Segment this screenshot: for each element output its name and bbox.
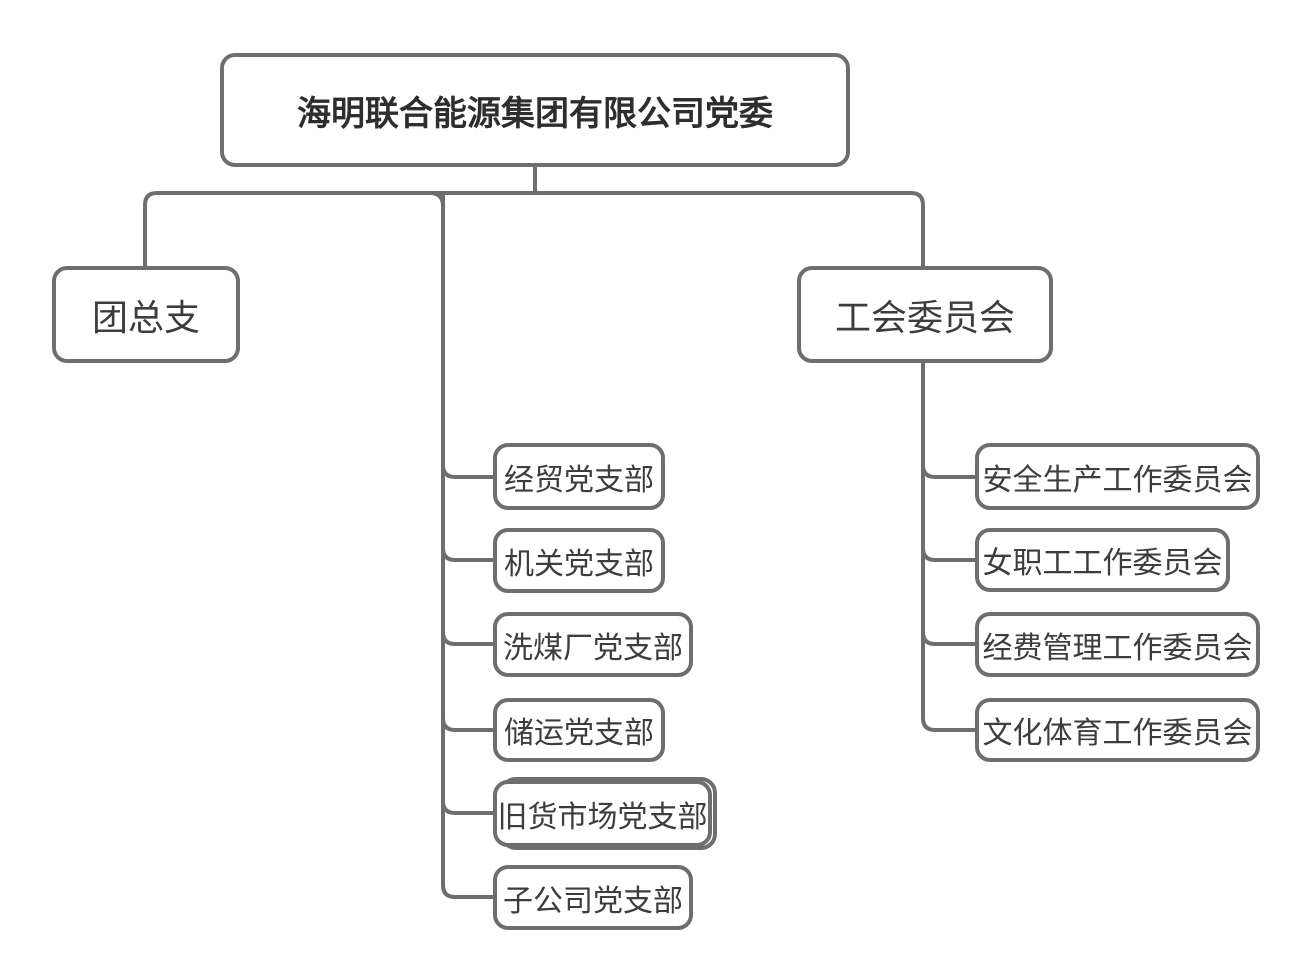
connector-middle-joint bbox=[429, 191, 445, 207]
connector-right-elbow-3 bbox=[921, 631, 975, 646]
node-union-safety-committee: 安全生产工作委员会 bbox=[975, 443, 1260, 510]
node-label: 女职工工作委员会 bbox=[982, 547, 1223, 580]
node-label: 子公司党支部 bbox=[503, 884, 683, 918]
connector-middle-elbow-2 bbox=[441, 547, 493, 562]
node-party-committee-root: 海明联合能源集团有限公司党委 bbox=[220, 53, 850, 167]
node-label: 旧货市场党支部 bbox=[497, 800, 708, 834]
connector-middle-elbow-1 bbox=[441, 464, 493, 479]
node-label: 文化体育工作委员会 bbox=[982, 717, 1253, 750]
connector-rail bbox=[143, 191, 925, 266]
node-label: 洗煤厂党支部 bbox=[503, 631, 683, 665]
connector-right-elbow-2 bbox=[921, 547, 975, 562]
connector-middle-trunk bbox=[441, 193, 493, 899]
node-party-branch-market: 旧货市场党支部 bbox=[493, 780, 712, 847]
node-party-branch-storage: 储运党支部 bbox=[493, 698, 665, 762]
node-label: 经费管理工作委员会 bbox=[982, 631, 1253, 665]
node-label: 海明联合能源集团有限公司党委 bbox=[297, 94, 773, 133]
node-label: 机关党支部 bbox=[504, 547, 654, 581]
node-label: 经贸党支部 bbox=[504, 463, 654, 497]
connector-middle-elbow-5 bbox=[441, 800, 493, 815]
node-label: 团总支 bbox=[91, 296, 200, 338]
connector-right-elbow-1 bbox=[921, 464, 975, 479]
connector-middle-elbow-4 bbox=[441, 717, 493, 732]
node-union-women-committee: 女职工工作委员会 bbox=[975, 528, 1230, 592]
node-union-culture-sports-committee: 文化体育工作委员会 bbox=[975, 698, 1260, 762]
node-party-branch-subsidiary: 子公司党支部 bbox=[493, 865, 693, 930]
node-union-committee: 工会委员会 bbox=[797, 266, 1053, 363]
connector-right-trunk bbox=[921, 363, 975, 732]
node-party-branch-office: 机关党支部 bbox=[493, 528, 665, 593]
node-youth-league: 团总支 bbox=[52, 266, 240, 363]
node-party-branch-trade: 经贸党支部 bbox=[493, 443, 665, 510]
connector-middle-elbow-3 bbox=[441, 631, 493, 646]
node-union-funds-committee: 经费管理工作委员会 bbox=[975, 612, 1260, 677]
node-label: 安全生产工作委员会 bbox=[982, 463, 1253, 497]
node-label: 储运党支部 bbox=[504, 717, 654, 750]
node-party-branch-coal-washing: 洗煤厂党支部 bbox=[493, 612, 693, 677]
node-label: 工会委员会 bbox=[834, 296, 1015, 338]
